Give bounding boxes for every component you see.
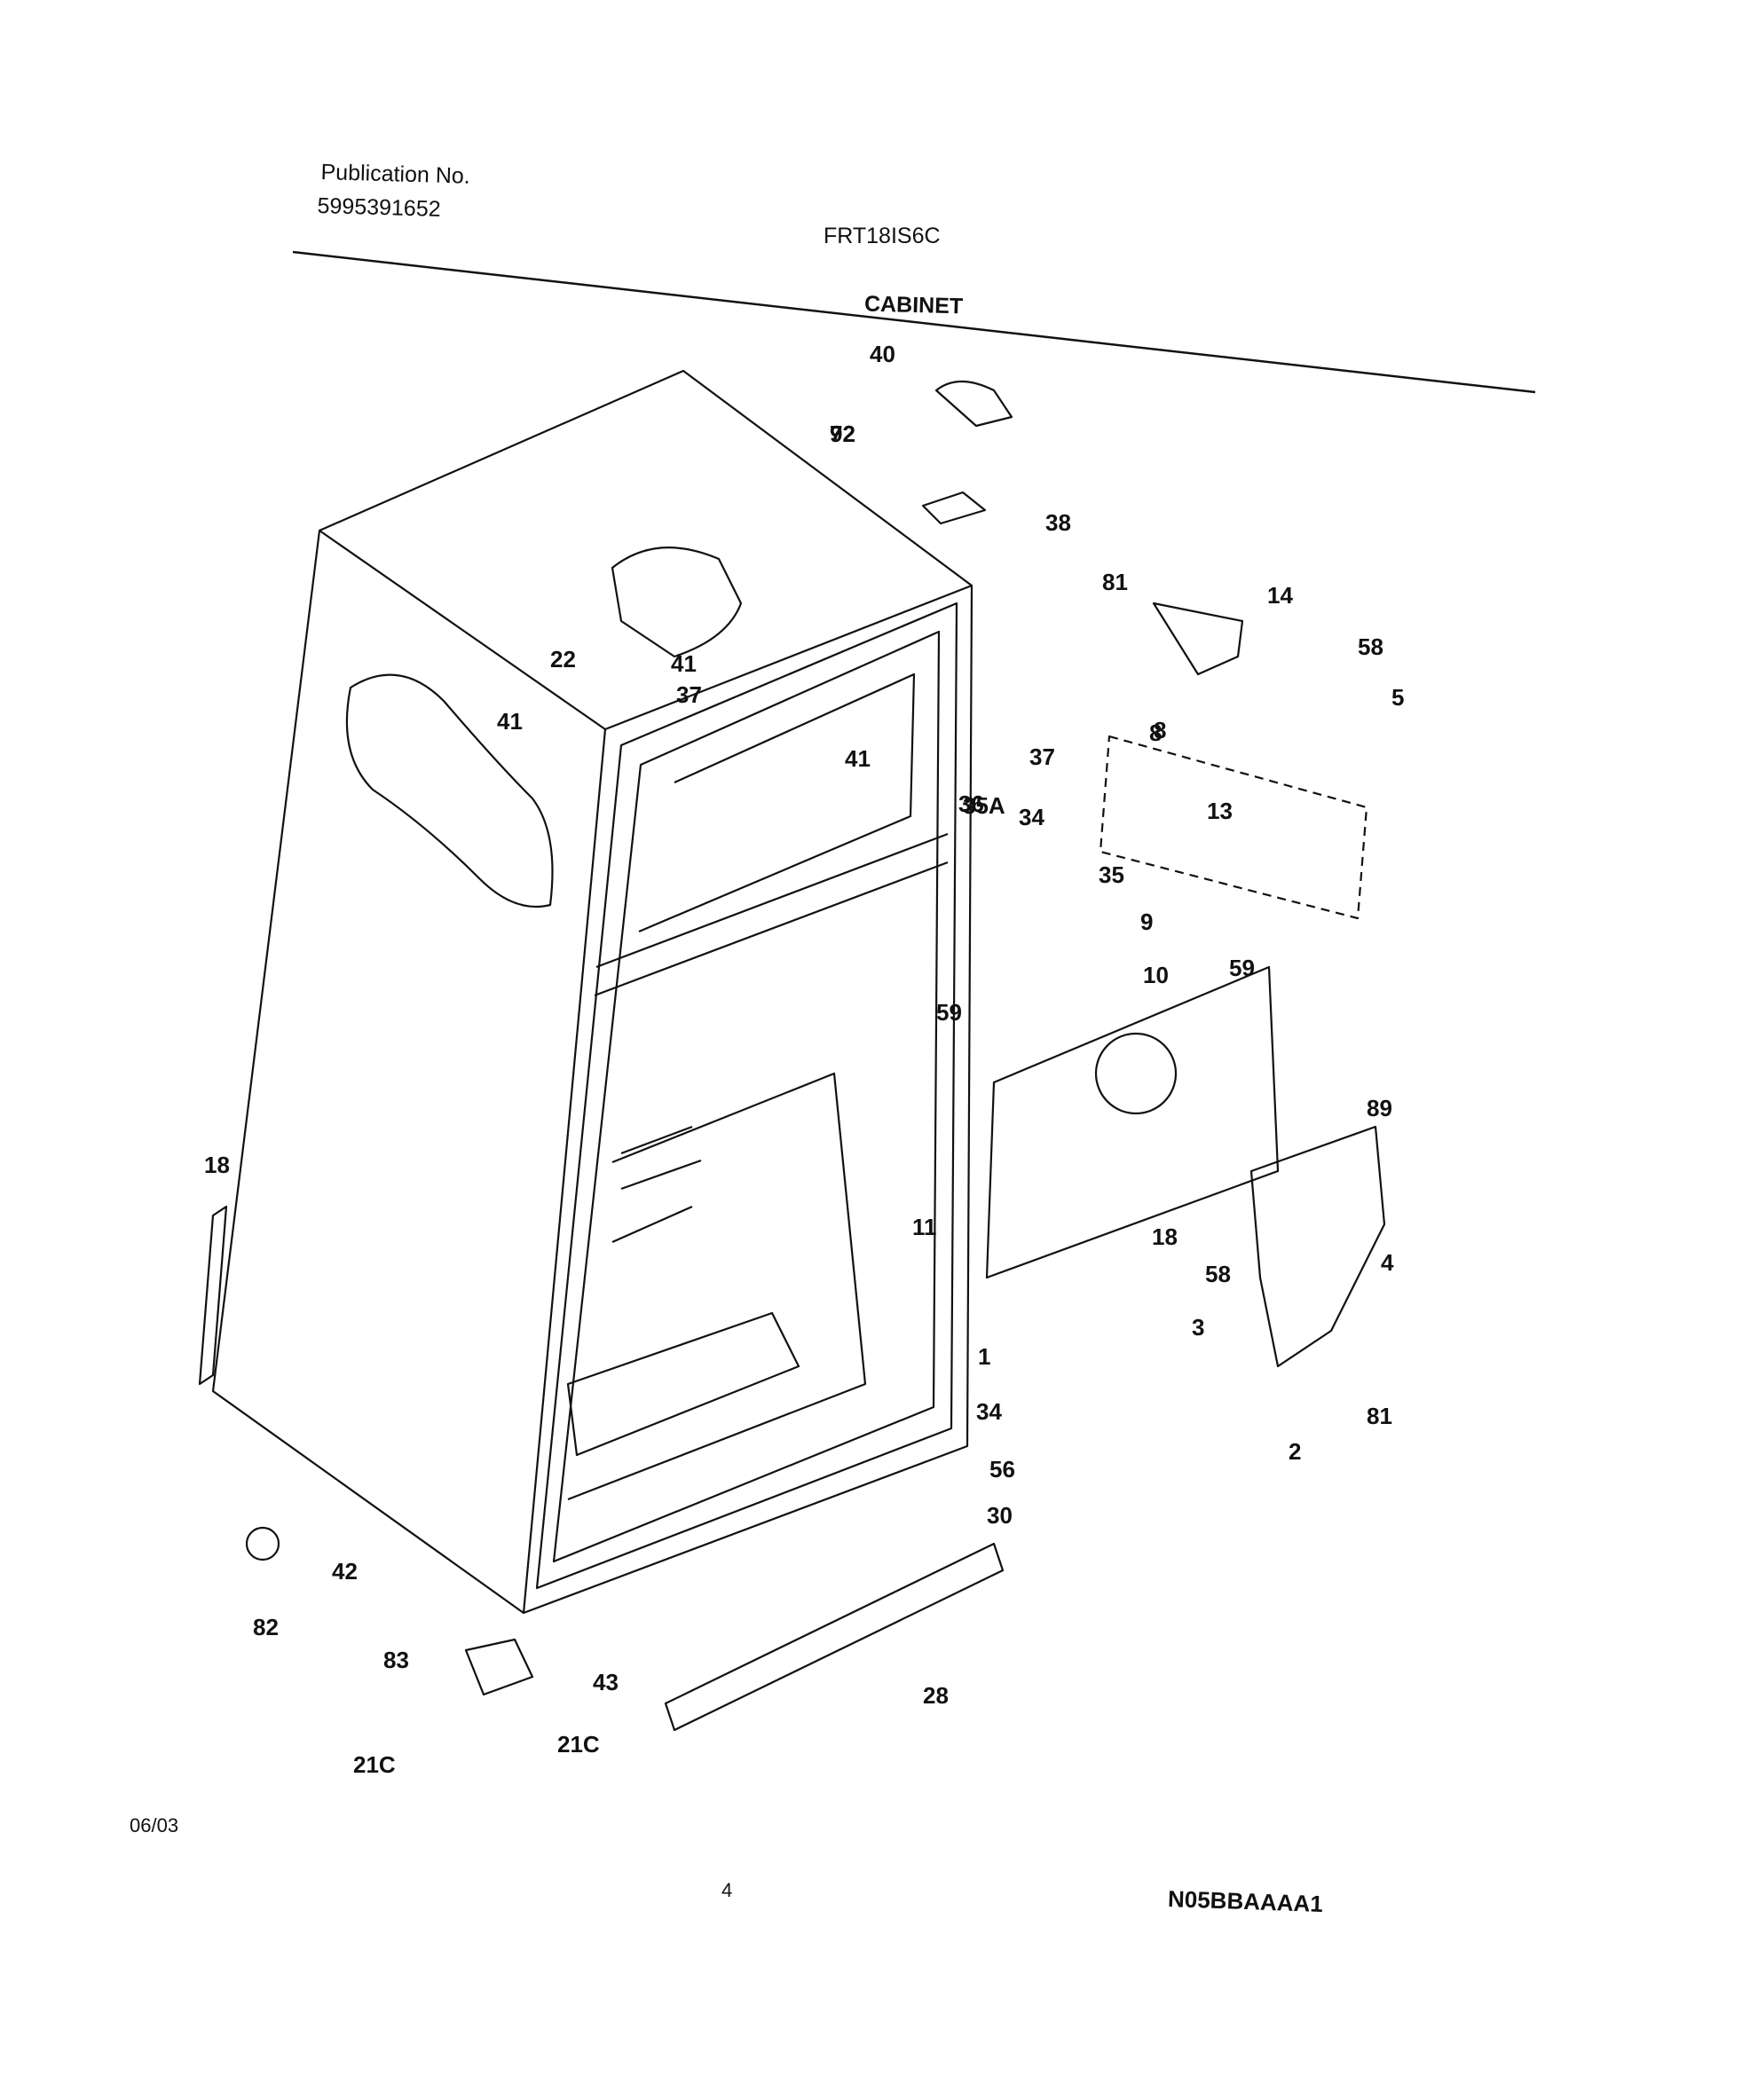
- cabinet-top-front-edge: [604, 584, 973, 731]
- callout-37-9: 37: [676, 681, 702, 708]
- callout-21c-41: 21C: [353, 1751, 396, 1778]
- bottom-hinge: [464, 1638, 534, 1696]
- callout-5-7: 5: [1391, 684, 1404, 711]
- callout-43-40: 43: [593, 1669, 619, 1695]
- footer-date: 06/03: [130, 1814, 179, 1837]
- freezer-back: [638, 672, 916, 933]
- hinge-cover: [934, 381, 1013, 428]
- callout-14-4: 14: [1267, 582, 1293, 609]
- callout-34-14: 34: [1019, 804, 1044, 830]
- callout-18-27: 18: [1152, 1223, 1178, 1250]
- callout-1-33: 1: [978, 1343, 990, 1370]
- callout-4-29: 4: [1381, 1249, 1394, 1276]
- fresh-food-back: [567, 1072, 867, 1501]
- callout-3-30: 3: [1192, 1314, 1204, 1341]
- callout-81-31: 81: [1367, 1403, 1392, 1429]
- callout-41-12: 41: [845, 745, 871, 772]
- callout-28-43: 28: [923, 1682, 949, 1709]
- toe-grille: [664, 1542, 1005, 1732]
- fan-opening: [1094, 1032, 1178, 1115]
- callout-35a-16: 35A: [963, 792, 1005, 819]
- callout-35-17: 35: [1099, 861, 1124, 888]
- front-frame: [535, 602, 958, 1590]
- callout-72-44: 72: [830, 421, 855, 447]
- callout-34-34: 34: [976, 1398, 1002, 1425]
- top-housing: [611, 547, 743, 658]
- callout-58-28: 58: [1205, 1261, 1231, 1287]
- callout-81-3: 81: [1102, 569, 1128, 595]
- callout-10-23: 10: [1143, 962, 1169, 988]
- callout-83-39: 83: [383, 1647, 409, 1673]
- assembly-outline: [1099, 735, 1368, 920]
- model-number: FRT18IS6C: [824, 224, 941, 248]
- callout-89-25: 89: [1367, 1095, 1392, 1121]
- inner-liner: [552, 630, 941, 1563]
- callout-30-36: 30: [987, 1502, 1013, 1529]
- divider-mullion: [594, 832, 949, 997]
- callout-42-37: 42: [332, 1558, 358, 1585]
- callout-13-19: 13: [1207, 798, 1233, 824]
- crisper-pan: [566, 1311, 800, 1457]
- callout-2-32: 2: [1289, 1438, 1301, 1465]
- callout-36-15: 36: [958, 790, 984, 817]
- callout-41-10: 41: [497, 708, 523, 735]
- callout-21c-42: 21C: [557, 1731, 600, 1758]
- control-housing: [1249, 1125, 1386, 1368]
- cabinet-top-edge: [319, 530, 606, 730]
- callout-56-35: 56: [989, 1456, 1015, 1483]
- fan-bracket: [1152, 602, 1244, 676]
- cabinet-shell: [211, 369, 973, 1615]
- callout-9-20: 9: [1140, 908, 1153, 935]
- header-rule: [292, 250, 1536, 394]
- callout-59-22: 59: [1229, 955, 1255, 981]
- callout-82-38: 82: [253, 1614, 279, 1640]
- page-number: 4: [721, 1879, 733, 1901]
- roller: [245, 1526, 280, 1561]
- callout-22-8: 22: [550, 646, 576, 672]
- callout-37-13: 37: [1029, 743, 1055, 770]
- side-cutaway: [345, 673, 554, 908]
- callout-11-26: 11: [912, 1214, 937, 1240]
- callout-58-6: 58: [1358, 633, 1383, 660]
- callout-8-18: 8: [1154, 717, 1166, 743]
- callout-38-2: 38: [1045, 509, 1071, 536]
- shelf-supports: [611, 1125, 702, 1244]
- callout-8-5: 8: [1149, 720, 1162, 746]
- top-hinge: [921, 491, 987, 525]
- callout-92-1: 92: [830, 421, 855, 447]
- callout-59-21: 59: [936, 999, 962, 1026]
- callout-41-11: 41: [671, 650, 697, 677]
- callout-40-0: 40: [870, 341, 895, 367]
- cabinet-front-edge: [522, 728, 607, 1614]
- side-bracket: [198, 1205, 228, 1386]
- callout-18-24: 18: [204, 1152, 230, 1178]
- evaporator-cover: [985, 965, 1280, 1279]
